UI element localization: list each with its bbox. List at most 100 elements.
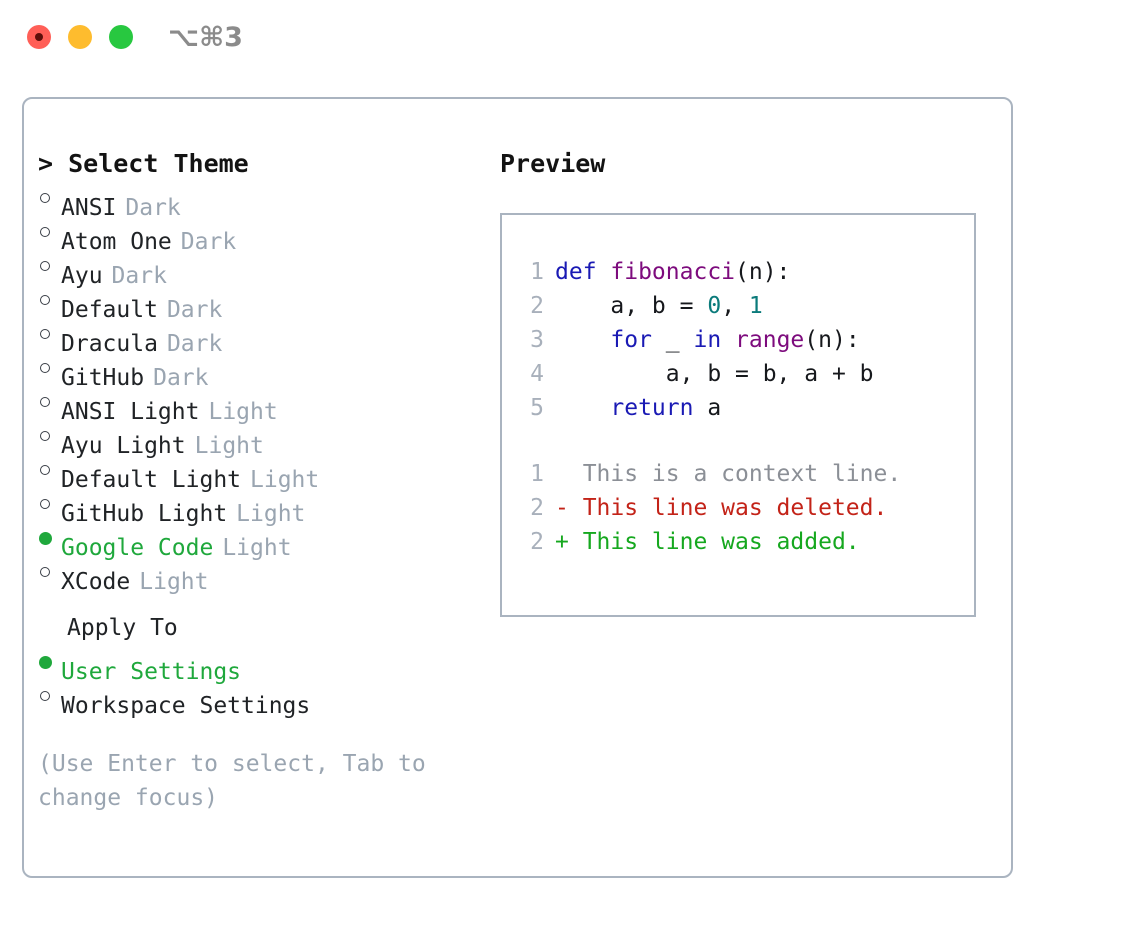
preview-title: Preview [500, 149, 606, 178]
code-token-id: a [693, 395, 722, 421]
theme-option-kind: Light [250, 467, 320, 493]
theme-option-default[interactable]: Default Dark [38, 283, 498, 323]
diff-line-text: This is a context line. [555, 461, 902, 487]
code-line-text: def fibonacci(n): [555, 255, 790, 289]
theme-option-kind: Dark [153, 365, 209, 391]
line-number: 2 [530, 529, 544, 555]
code-token-id [721, 327, 735, 353]
radio-ring [40, 431, 50, 441]
theme-option-ayu[interactable]: Ayu Dark [38, 249, 498, 289]
close-button[interactable] [27, 25, 51, 49]
apply-to-option-workspace-settings[interactable]: Workspace Settings [38, 679, 498, 719]
radio-ring [40, 567, 50, 577]
theme-option-label: Ayu [61, 263, 103, 289]
window-controls [27, 25, 133, 49]
title-bar: ⌥⌘3 [0, 0, 1140, 78]
apply-to-option-label: User Settings [61, 659, 242, 685]
select-theme-header: > Select Theme [38, 149, 249, 178]
apply-to-option-user-settings[interactable]: User Settings [38, 645, 498, 685]
code-token-id [555, 327, 610, 353]
code-line-text: for _ in range(n): [555, 323, 860, 357]
radio-dot [39, 656, 52, 669]
theme-option-label: Default Light [61, 467, 242, 493]
minimize-button[interactable] [68, 25, 92, 49]
code-token-id [555, 395, 610, 421]
line-number: 1 [530, 259, 544, 285]
code-line: 3 for _ in range(n): [516, 323, 968, 357]
code-token-kw: for [610, 327, 652, 353]
code-diff-separator [516, 425, 968, 457]
theme-option-kind: Light [194, 433, 264, 459]
radio-ring [40, 227, 50, 237]
radio-ring [40, 397, 50, 407]
theme-option-atom-one[interactable]: Atom One Dark [38, 215, 498, 255]
theme-option-kind: Dark [180, 229, 237, 255]
radio-unselected-icon [38, 453, 61, 487]
theme-option-kind: Dark [166, 297, 223, 323]
theme-option-label: Dracula [61, 331, 158, 357]
code-token-id: (n): [735, 259, 791, 285]
radio-unselected-icon [38, 679, 61, 713]
zoom-button[interactable] [109, 25, 133, 49]
code-token-kw: in [693, 327, 722, 353]
radio-ring [40, 465, 50, 475]
theme-option-label: XCode [61, 569, 131, 595]
theme-option-label: GitHub [61, 365, 145, 391]
theme-option-kind: Dark [111, 263, 167, 289]
apply-to-label: Apply To [67, 615, 178, 641]
radio-dot [39, 532, 52, 545]
theme-option-kind: Light [208, 399, 278, 425]
diff-line-list: 1 This is a context line.2- This line wa… [516, 457, 968, 559]
code-line: 5 return a [516, 391, 968, 425]
theme-option-ansi-light[interactable]: ANSI Light Light [38, 385, 498, 425]
code-token-id: (n): [804, 327, 860, 353]
radio-ring [40, 295, 50, 305]
line-number: 4 [530, 361, 544, 387]
code-token-id: a, b = b, a + b [555, 361, 874, 387]
radio-ring [40, 261, 50, 271]
diff-line: 2- This line was deleted. [516, 491, 968, 525]
theme-option-label: ANSI Light [61, 399, 200, 425]
code-token-id: , [721, 293, 749, 319]
code-token-kw: return [610, 395, 694, 421]
code-token-kw: def [555, 259, 611, 285]
radio-ring [40, 193, 50, 203]
keyboard-shortcut-label: ⌥⌘3 [168, 22, 243, 53]
theme-option-label: Atom One [61, 229, 172, 255]
line-number: 5 [530, 395, 544, 421]
radio-ring [40, 329, 50, 339]
radio-ring [40, 363, 50, 373]
theme-option-kind: Light [236, 501, 306, 527]
code-line: 2 a, b = 0, 1 [516, 289, 968, 323]
line-number: 2 [530, 495, 544, 521]
radio-unselected-icon [38, 419, 61, 453]
code-line: 4 a, b = b, a + b [516, 357, 968, 391]
theme-option-default-light[interactable]: Default Light Light [38, 453, 498, 493]
code-token-id: _ [651, 327, 694, 353]
theme-option-github[interactable]: GitHub Dark [38, 351, 498, 391]
theme-option-label: Default [61, 297, 158, 323]
keyboard-hint-text: (Use Enter to select, Tab to change focu… [38, 751, 440, 811]
apply-to-option-label: Workspace Settings [61, 693, 311, 719]
radio-unselected-icon [38, 385, 61, 419]
code-line-text: a, b = 0, 1 [555, 289, 762, 323]
radio-unselected-icon [38, 215, 61, 249]
radio-ring [40, 691, 50, 701]
code-token-num: 0 [707, 293, 722, 319]
line-number: 2 [530, 293, 544, 319]
